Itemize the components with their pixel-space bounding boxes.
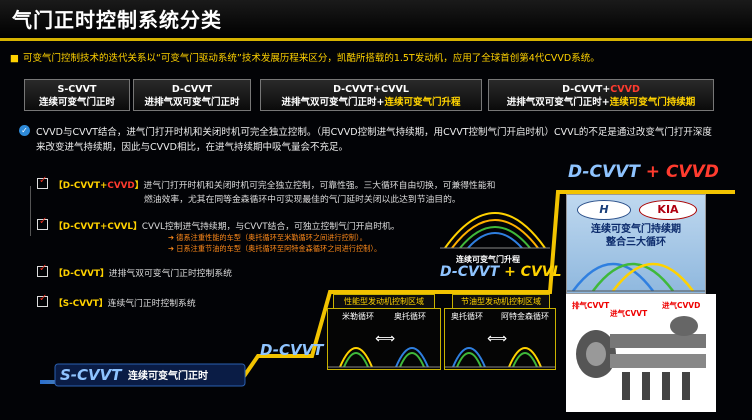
eco-curves (445, 347, 555, 368)
check-circle-icon: ✓ (19, 125, 30, 136)
tab-subtitle-b: 连续可变气门升程 (384, 97, 461, 108)
bullet-tag: 【D-CVVT】 (54, 269, 109, 279)
exhaust-cvvt-label: 排气CVVT (572, 301, 610, 310)
evolution-diagram (40, 190, 735, 387)
staircase-line (40, 190, 735, 384)
page-title: 气门正时控制系统分类 (12, 8, 222, 32)
cvvd-a: D-CVVT (568, 162, 640, 182)
engine-image: 排气CVVT 进气CVVT 进气CVVD (566, 294, 716, 412)
checkbox-icon (37, 293, 48, 307)
bullet-tag: 【D-CVVT+ (54, 222, 108, 232)
bullet-tag-highlight: CVVL (107, 222, 134, 232)
cvvd-panel-text: 连续可变气门持续期 整合三大循环 (567, 223, 705, 249)
tab-subtitle-a: 进排气双可变气门正时+ (506, 97, 610, 108)
tab-title: S-CVVT (57, 84, 97, 95)
cvvd-curves (567, 262, 705, 292)
bullet-text: 连续气门正时控制系统 (107, 299, 196, 309)
bullet-text: 进排气双可变气门正时控制系统 (108, 269, 232, 279)
perf-left-label: 米勒循环 (342, 312, 374, 321)
bullet-tag-end: 】 (134, 181, 144, 191)
eco-right-label: 阿特金森循环 (501, 312, 549, 321)
tab-title: D-CVVT+CVVD (489, 83, 713, 96)
hyundai-logo: H (577, 200, 631, 220)
cvvl-b: + CVVL (504, 264, 562, 280)
bullet-d-cvvt: 【D-CVVT】进排气双可变气门正时控制系统 (37, 263, 232, 279)
step-s-cvvt-label: S-CVVT (60, 366, 122, 384)
intro-label: 可变气门控制技术的迭代关系以“可变气门驱动系统”技术发展历程来区分，凯酷所搭载的… (22, 53, 600, 64)
engine-drawing (576, 316, 706, 400)
checkbox-icon (37, 216, 48, 230)
tab-title-a: D-CVVT+ (562, 84, 611, 95)
tab-s-cvvt[interactable]: S-CVVT 连续可变气门正时 (24, 79, 130, 111)
tab-subtitle: 进排气双可变气门正时 (144, 97, 240, 108)
bullet-tag: 【S-CVVT】 (54, 299, 108, 309)
s-cvvt-bar (54, 363, 246, 387)
tab-subtitle-a: 进排气双可变气门正时+ (281, 97, 385, 108)
tab-d-cvvt-cvvd[interactable]: D-CVVT+CVVD 进排气双可变气门正时+连续可变气门持续期 (488, 79, 714, 111)
tab-subtitle: 进排气双可变气门正时+连续可变气门持续期 (489, 96, 713, 109)
cvvd-b: + CVVD (645, 162, 719, 182)
perf-curves (328, 347, 440, 368)
checkbox-icon (37, 175, 48, 189)
checkbox-icon (37, 263, 48, 277)
eco-box: 奥托循环 阿特金森循环 ⟺ (444, 308, 556, 370)
tab-d-cvvt-cvvl[interactable]: D-CVVT+CVVL 进排气双可变气门正时+连续可变气门升程 (260, 79, 482, 111)
cvvl-a: D-CVVT (440, 264, 500, 280)
double-arrow-icon: ⟺ (375, 331, 396, 347)
perf-right-label: 奥托循环 (394, 312, 426, 321)
intake-cvvt-label: 进气CVVT (610, 309, 648, 318)
tab-title: D-CVVT (171, 84, 213, 95)
description: CVVD与CVVT结合，进气门打开时机和关闭时机可完全独立控制。（用CVVD控制… (36, 127, 712, 153)
bullet-tag-end: 】 (133, 222, 142, 232)
bullet-cvvd: 【D-CVVT+CVVD】进气门打开时机和关闭时机可完全独立控制，可靠性强。三大… (37, 175, 496, 191)
tab-subtitle: 进排气双可变气门正时+连续可变气门升程 (261, 96, 481, 109)
cvvd-panel-line2: 整合三大循环 (606, 237, 666, 248)
tab-d-cvvt[interactable]: D-CVVT 进排气双可变气门正时 (133, 79, 251, 111)
bullet-text: CVVL控制进气持续期，与CVVT结合，可独立控制气门开启时机。 (141, 222, 400, 232)
cvvd-panel-line1: 连续可变气门持续期 (591, 224, 681, 235)
perf-box: 米勒循环 奥托循环 ⟺ (327, 308, 441, 370)
kia-logo: KIA (639, 200, 697, 220)
note-japanese: ➔ 日系注重节油的车型（奥托循环至阿特金森循环之间进行控制）。 (168, 244, 382, 253)
eco-left-label: 奥托循环 (451, 312, 483, 321)
cvvl-sub-label: 连续可变气门升程 (456, 255, 520, 264)
title-bar (0, 0, 752, 41)
bullet-s-cvvt: 【S-CVVT】连续气门正时控制系统 (37, 293, 196, 309)
cvvl-step-label: D-CVVT + CVVL (440, 264, 562, 280)
tab-subtitle: 连续可变气门正时 (38, 97, 115, 108)
tab-subtitle-b: 连续可变气门持续期 (609, 97, 696, 108)
bullet-tag-highlight: CVVD (107, 181, 135, 191)
cvvd-step-label: D-CVVT + CVVD (568, 162, 719, 182)
intake-cvvd-label: 进气CVVD (662, 301, 701, 310)
tab-title: D-CVVT+CVVL (333, 84, 409, 95)
cvvd-panel: H KIA 连续可变气门持续期 整合三大循环 (566, 194, 706, 294)
bullet-square-icon: ■ (10, 53, 19, 64)
step-s-cvvt-sub: 连续可变气门正时 (128, 371, 208, 382)
bullet-tag: 【D-CVVT+ (54, 181, 108, 191)
eco-box-header: 节油型发动机控制区域 (452, 294, 550, 309)
cvvl-curves (440, 212, 550, 249)
step-d-cvvt-label: D-CVVT (260, 341, 324, 359)
bullet-cvvd-line2: 燃油效率，尤其在同等金森循环中可实现最佳的气门延时关闭以此达到节油目的。 (144, 195, 461, 205)
bracket-line (30, 186, 31, 236)
tab-title-b: CVVD (610, 84, 640, 95)
perf-box-header: 性能型发动机控制区域 (333, 294, 435, 309)
bullet-text: 进气门打开时机和关闭时机可完全独立控制，可靠性强。三大循环自由切换，可兼得性能和 (143, 181, 496, 191)
double-arrow-icon: ⟺ (487, 331, 508, 347)
intro-text: ■可变气门控制技术的迭代关系以“可变气门驱动系统”技术发展历程来区分，凯酷所搭载… (10, 50, 600, 64)
bullet-cvvl: 【D-CVVT+CVVL】CVVL控制进气持续期，与CVVT结合，可独立控制气门… (37, 216, 400, 232)
note-german: ➔ 德系注重性能的车型（奥托循环至米勒循环之间进行控制）。 (168, 233, 367, 242)
